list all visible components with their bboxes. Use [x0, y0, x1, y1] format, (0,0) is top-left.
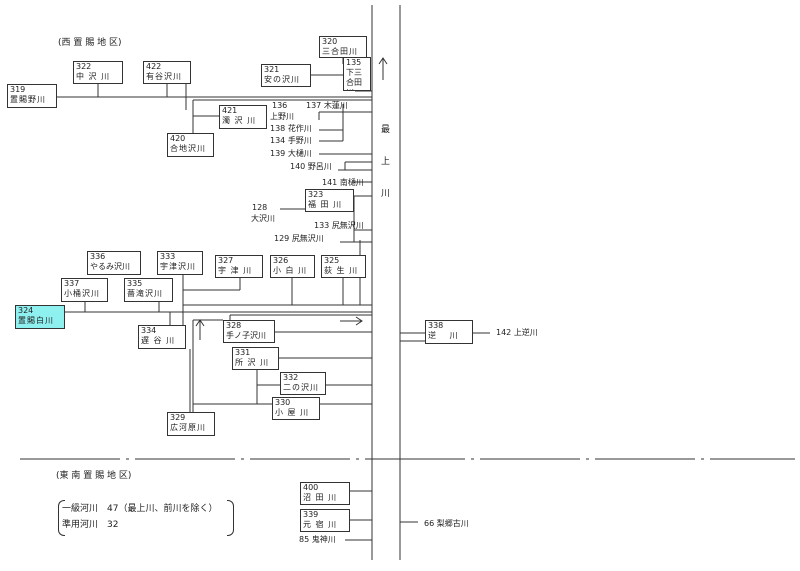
- tributary-label-139: 139 大樋川: [270, 149, 312, 158]
- main-river-char-2: 上: [381, 157, 391, 167]
- tributary-label-128-name: 大沢川: [251, 214, 275, 223]
- tributary-label-129: 129 尻無沢川: [274, 234, 324, 243]
- legend-bracket-right: [227, 500, 234, 536]
- river-box-135: 135下三合田川: [343, 57, 371, 91]
- flow-arrow-up-mogami: [378, 57, 388, 80]
- tributary-label-141: 141 南樋川: [322, 178, 364, 187]
- tributary-label-134: 134 手野川: [270, 136, 312, 145]
- flow-arrow-right: [340, 316, 363, 326]
- main-river-char-1: 最: [381, 125, 391, 135]
- main-river-char-3: 川: [381, 189, 391, 199]
- legend-bracket-left: [58, 500, 65, 536]
- tributary-label-136: 136: [272, 101, 288, 110]
- tributary-label-138: 138 花作川: [270, 124, 312, 133]
- region-label-west: (西 置 賜 地 区): [58, 38, 122, 48]
- tributary-label-136-name: 上野川: [270, 112, 294, 121]
- flow-arrow-up-left: [195, 319, 205, 340]
- tributary-label-140: 140 野呂川: [290, 162, 332, 171]
- tributary-label-133: 133 尻無沢川: [314, 221, 364, 230]
- legend-line-1: 一級河川 47（最上川、前川を除く）: [62, 504, 218, 514]
- tributary-label-142: 142 上逆川: [496, 328, 538, 337]
- tributary-label-66: 66 梨郷古川: [424, 519, 469, 528]
- legend-line-2: 準用河川 32: [62, 520, 119, 530]
- region-label-southeast: (東 南 置 賜 地 区): [56, 471, 132, 481]
- tributary-label-85: 85 鬼神川: [299, 535, 336, 544]
- tributary-label-128: 128: [252, 203, 268, 212]
- tributary-label-137: 137 木蓮川: [306, 101, 348, 110]
